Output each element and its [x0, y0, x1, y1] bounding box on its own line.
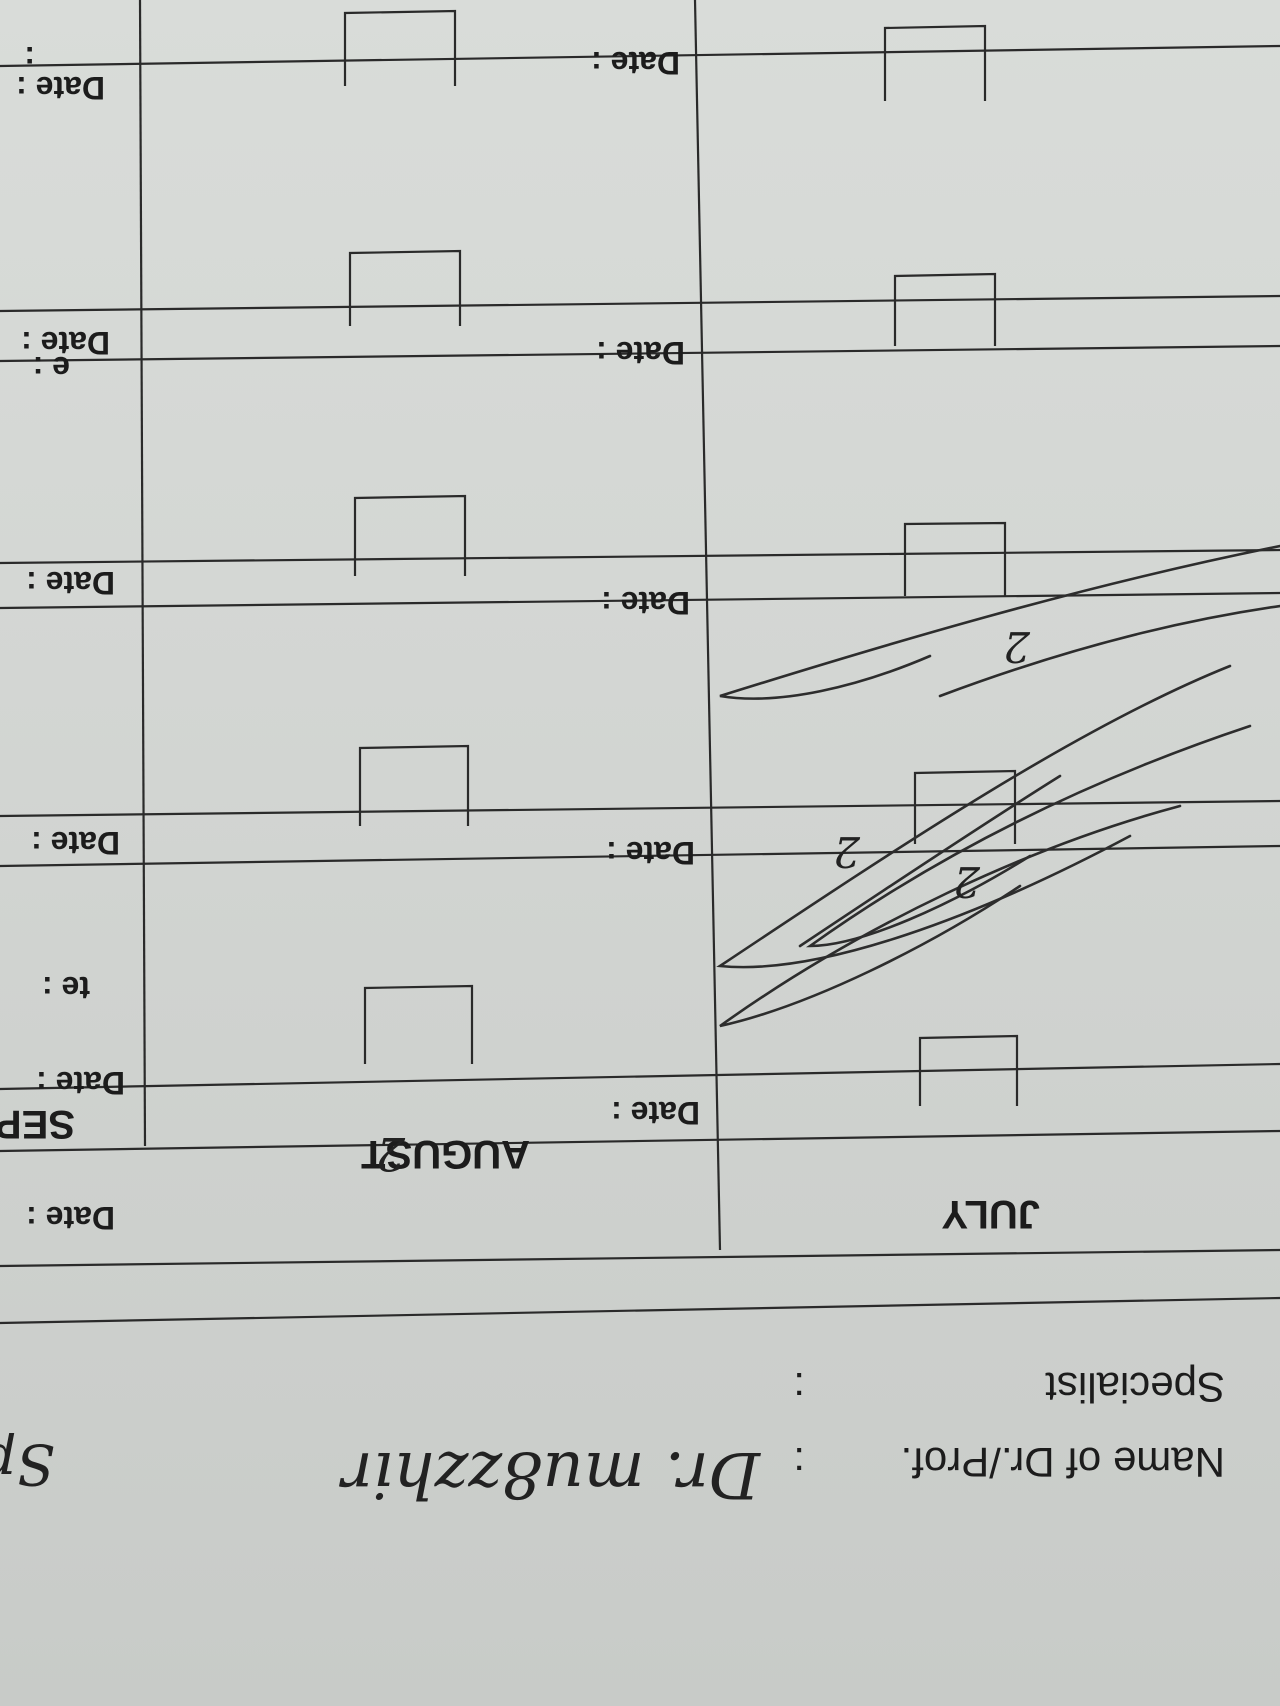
- sig-box-4: [893, 272, 997, 346]
- date-label: Date :: [26, 565, 115, 601]
- sig-box-9: [348, 249, 462, 326]
- scribble-1: [716, 664, 1232, 969]
- date-label: te :: [42, 970, 90, 1006]
- month-sep-partial: SEP: [0, 1102, 75, 1146]
- specialist-colon: :: [793, 1364, 805, 1411]
- date-label: Date :: [36, 1065, 125, 1101]
- sig-box-10: [343, 9, 457, 86]
- row-rule-5: [0, 548, 1280, 565]
- col-divider-2: [138, 0, 147, 1147]
- doctor-name-handwritten: Dr. mu8zzhir: [342, 1437, 760, 1511]
- month-july: JULY: [941, 1192, 1040, 1236]
- sig-box-5: [883, 24, 987, 101]
- date-label: Date :: [21, 325, 110, 361]
- header-rule: [0, 1248, 1280, 1268]
- sig-box-6: [363, 984, 474, 1064]
- date-label: Date :: [591, 45, 680, 81]
- scribble-3: [719, 804, 1182, 1028]
- row-rule-6: [0, 344, 1280, 363]
- scribble-6: [938, 604, 1280, 698]
- top-rule: [0, 1296, 1280, 1325]
- row-rule-1: [0, 1062, 1280, 1091]
- handwritten-mark: 2: [833, 827, 860, 876]
- scribble-4: [798, 774, 1062, 948]
- date-label: Date :: [606, 835, 695, 871]
- sig-box-8: [353, 494, 467, 576]
- month-row-bottom-rule: [0, 1129, 1280, 1153]
- row-rule-7: [0, 294, 1280, 313]
- date-label: Date :: [601, 585, 690, 621]
- specialist-label: Specialist: [1045, 1364, 1225, 1411]
- date-label: Date :: [611, 1095, 700, 1131]
- scribble-5: [719, 544, 1280, 700]
- handwritten-mark: 2: [1003, 622, 1030, 671]
- scribble-2: [805, 724, 1252, 948]
- date-label: Date :: [16, 70, 105, 106]
- row-rule-3: [0, 799, 1280, 818]
- sig-box-2: [913, 769, 1017, 844]
- row-rule-2: [0, 844, 1280, 868]
- date-label: Date :: [596, 335, 685, 371]
- doctor-name-handwritten-tail: Sp: [0, 1431, 55, 1496]
- sig-box-7: [358, 744, 470, 826]
- doctor-name-label: Name of Dr./Prof.: [900, 1439, 1225, 1486]
- handwritten-mark: 2: [375, 1127, 405, 1181]
- doctor-name-colon: :: [793, 1439, 805, 1486]
- row-rule-8: [0, 44, 1280, 68]
- date-label: Date :: [26, 1200, 115, 1236]
- sig-box-1: [918, 1034, 1019, 1106]
- handwritten-mark: 2: [953, 857, 980, 906]
- date-label: Date :: [31, 825, 120, 861]
- sig-box-3: [903, 521, 1007, 596]
- col-divider-1: [693, 0, 722, 1251]
